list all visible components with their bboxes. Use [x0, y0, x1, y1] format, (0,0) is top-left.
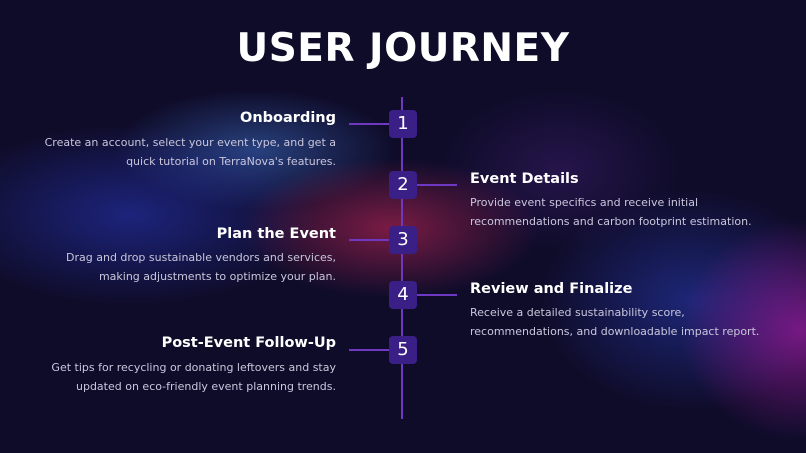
- step-4-description: Receive a detailed sustainability score,…: [470, 303, 759, 341]
- step-1-connector: [349, 123, 389, 125]
- step-1-description-line: quick tutorial on TerraNova's features.: [126, 155, 336, 168]
- step-1-number-badge: 1: [389, 110, 417, 138]
- step-2-description: Provide event specifics and receive init…: [470, 193, 752, 231]
- step-4-number-badge: 4: [389, 281, 417, 309]
- step-1-description-line: Create an account, select your event typ…: [44, 136, 336, 149]
- step-1-description: Create an account, select your event typ…: [45, 133, 336, 171]
- step-3-number-badge: 3: [389, 226, 417, 254]
- step-2-description-line: Provide event specifics and receive init…: [470, 196, 699, 209]
- step-4-title: Review and Finalize: [470, 281, 633, 297]
- step-5-connector: [349, 349, 389, 351]
- step-5-description-line: Get tips for recycling or donating lefto…: [51, 361, 336, 374]
- step-4-description-line: recommendations, and downloadable impact…: [470, 325, 760, 338]
- step-5-title: Post-Event Follow-Up: [161, 335, 336, 351]
- step-5-description-line: updated on eco-friendly event planning t…: [76, 380, 336, 393]
- step-4-description-line: Receive a detailed sustainability score,: [470, 306, 685, 319]
- step-2-connector: [417, 184, 457, 186]
- step-3-connector: [349, 239, 389, 241]
- step-2-description-line: recommendations and carbon footprint est…: [470, 215, 752, 228]
- step-3-description-line: Drag and drop sustainable vendors and se…: [66, 251, 336, 264]
- step-1-title: Onboarding: [240, 110, 336, 126]
- step-3-title: Plan the Event: [216, 226, 336, 242]
- step-3-description-line: making adjustments to optimize your plan…: [98, 270, 336, 283]
- timeline-line: [401, 97, 403, 419]
- step-3-description: Drag and drop sustainable vendors and se…: [66, 248, 336, 286]
- slide-title: USER JOURNEY: [236, 26, 570, 71]
- step-5-number-badge: 5: [389, 336, 417, 364]
- step-2-number-badge: 2: [389, 171, 417, 199]
- step-4-connector: [417, 294, 457, 296]
- step-2-title: Event Details: [470, 171, 579, 187]
- step-5-description: Get tips for recycling or donating lefto…: [51, 358, 336, 396]
